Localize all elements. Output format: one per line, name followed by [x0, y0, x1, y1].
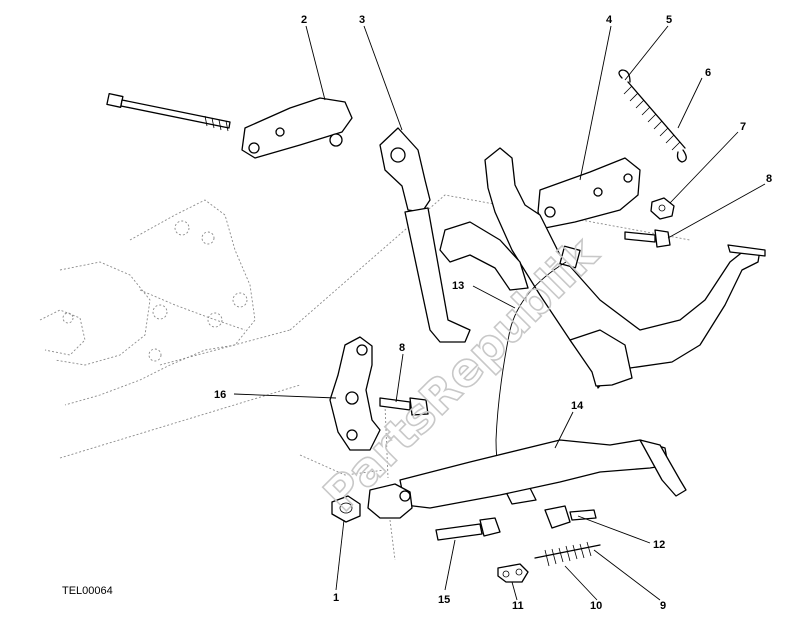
- callout-14: 14: [571, 400, 584, 412]
- main-stand-frame: [439, 147, 766, 389]
- part-11-clip: [497, 563, 529, 583]
- part-8-upper-bolt: [624, 229, 671, 248]
- callout-3: 3: [359, 14, 365, 26]
- part-7-nut: [650, 197, 675, 220]
- part-1-bushing: [331, 495, 361, 523]
- callout-13: 13: [452, 280, 464, 292]
- callout-labels: 2 3 4 5 6 7 8 13 16 8 14 12 1 15 11 10 9: [214, 14, 772, 612]
- part-12-screw: [544, 505, 597, 529]
- drawing-code: TEL00064: [62, 585, 113, 597]
- callout-4: 4: [606, 14, 613, 26]
- callout-12: 12: [653, 539, 665, 551]
- part-14-side-stand-leg: [367, 439, 687, 519]
- leader-lines: [233, 25, 766, 601]
- callout-8-lower: 8: [399, 342, 405, 354]
- part-3-side-bracket: [379, 127, 471, 343]
- callout-5: 5: [666, 14, 672, 26]
- part-4-mounting-plate: [537, 157, 641, 229]
- callout-10: 10: [590, 600, 602, 612]
- callout-2: 2: [301, 14, 307, 26]
- assembly-reference-lines: [59, 194, 691, 561]
- part-5-6-spring: [618, 69, 687, 163]
- part-2-bolt-and-bracket: [106, 93, 353, 159]
- callout-15: 15: [438, 594, 450, 606]
- part-10-small-spring: [534, 541, 601, 567]
- callout-16: 16: [214, 389, 226, 401]
- callout-1: 1: [333, 592, 339, 604]
- callout-9: 9: [660, 600, 666, 612]
- engine-crankcase-outline: [39, 199, 256, 406]
- callout-7: 7: [740, 121, 746, 133]
- part-15-pin: [435, 517, 501, 541]
- callout-6: 6: [705, 67, 711, 79]
- callout-11: 11: [512, 600, 524, 612]
- part-16-lower-bracket: [329, 336, 381, 451]
- callout-8-upper: 8: [766, 173, 772, 185]
- part-8-lower-bolt: [379, 397, 429, 416]
